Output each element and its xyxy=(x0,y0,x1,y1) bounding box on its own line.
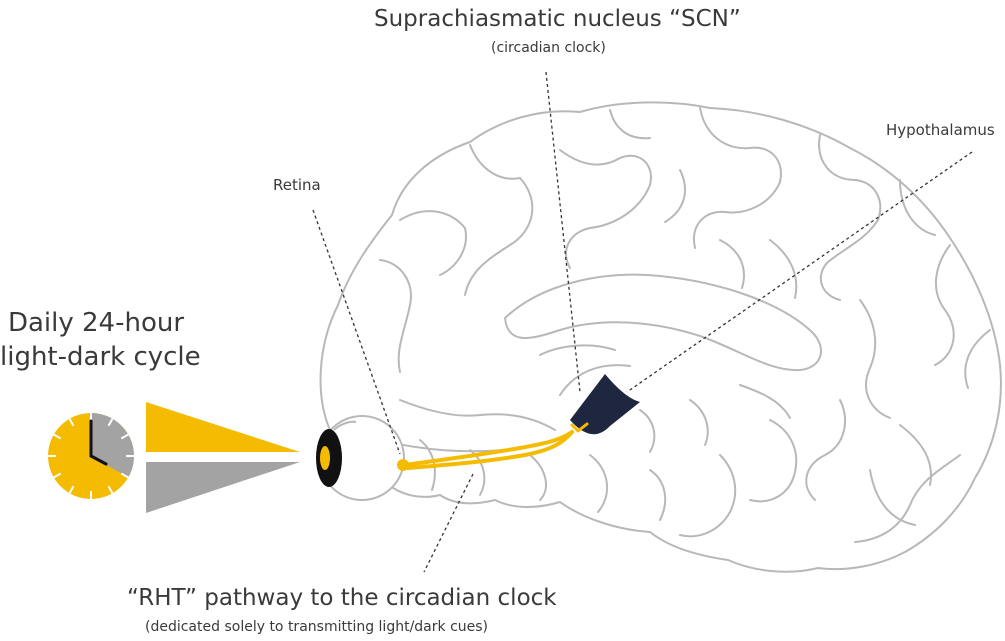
retina-leader-line xyxy=(312,209,401,455)
rht-title: “RHT” pathway to the circadian clock xyxy=(127,585,557,611)
rht-subtitle: (dedicated solely to transmitting light/… xyxy=(145,619,489,635)
rht-leader-line xyxy=(423,473,474,573)
scn-icon xyxy=(570,374,640,435)
hypothalamus-leader-line xyxy=(626,151,973,393)
brain-outline-icon xyxy=(319,101,1002,573)
scn-subtitle: (circadian clock) xyxy=(491,40,606,56)
daily-cycle-label: Daily 24-hour light-dark cycle xyxy=(0,306,201,374)
hypothalamus-label: Hypothalamus xyxy=(886,121,995,139)
daily-cycle-line2: light-dark cycle xyxy=(0,342,201,372)
eye-icon xyxy=(316,415,405,501)
retina-label: Retina xyxy=(273,176,321,194)
scn-title: Suprachiasmatic nucleus “SCN” xyxy=(374,6,741,32)
scn-leader-line xyxy=(545,71,581,393)
dark-arrow xyxy=(146,462,300,513)
daily-cycle-line1: Daily 24-hour xyxy=(7,308,185,338)
light-arrow xyxy=(146,402,300,452)
rht-pathway xyxy=(403,430,574,470)
rht-origin-dot xyxy=(397,459,409,471)
clock-icon xyxy=(48,413,134,499)
